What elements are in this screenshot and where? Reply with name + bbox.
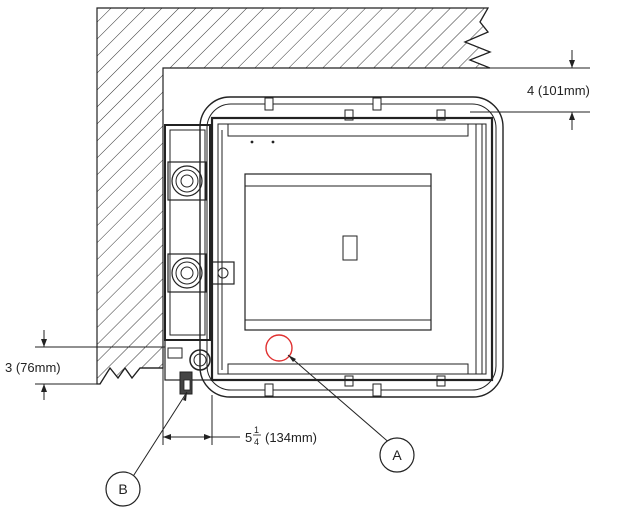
callout-a-label: A bbox=[392, 447, 402, 463]
fan-icon-bottom bbox=[167, 253, 207, 293]
unit-frame bbox=[210, 116, 494, 382]
corner-fitting bbox=[164, 339, 213, 395]
callout-b-label: B bbox=[118, 481, 127, 497]
rear-offset-denominator: 4 bbox=[254, 437, 259, 447]
wall-break-left bbox=[99, 366, 163, 385]
top-clearance-label: 4 (101mm) bbox=[527, 83, 590, 98]
rear-offset-numerator: 1 bbox=[254, 425, 259, 435]
center-module bbox=[244, 173, 432, 331]
side-clearance-dimension: 3 (76mm) bbox=[5, 330, 165, 400]
callout-a-leader bbox=[287, 354, 393, 446]
highlight-circle bbox=[265, 334, 293, 362]
callout-b-leader bbox=[131, 391, 188, 479]
callout-a: A bbox=[379, 437, 415, 473]
fan-icon-top bbox=[167, 161, 207, 201]
rear-offset-metric: (134mm) bbox=[265, 430, 317, 445]
callout-b: B bbox=[105, 471, 141, 507]
side-clearance-label: 3 (76mm) bbox=[5, 360, 61, 375]
rear-offset-dimension: 5 1 4 (134mm) bbox=[162, 368, 317, 447]
wall-break-top bbox=[463, 7, 492, 69]
rear-offset-whole: 5 bbox=[245, 430, 252, 445]
